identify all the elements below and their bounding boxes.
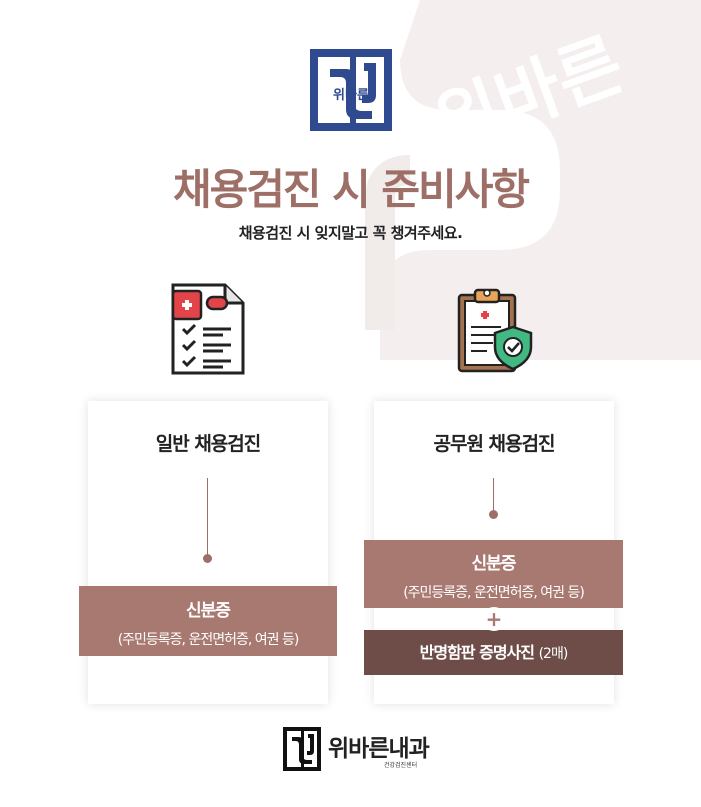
card-general-id-label: 신분증: [186, 601, 231, 621]
clipboard-shield-icon: [457, 288, 533, 373]
card-civil-id-label: 신분증: [471, 554, 517, 574]
page-subtitle: 채용검진 시 잊지말고 꼭 챙겨주세요.: [238, 224, 463, 242]
card-general-dot: [203, 554, 212, 563]
card-general-id-detail: (주민등록증, 운전면허증, 여권 등): [117, 632, 300, 648]
card-general-connector: [207, 478, 208, 558]
card-civil-dot: [489, 510, 498, 519]
brand-logo: 위바른: [310, 49, 392, 131]
card-civil-photo-band: 반명함판 증명사진 (2매): [364, 630, 623, 675]
watermark-background: 위바른: [365, 0, 701, 360]
card-civil-id-detail: (주민등록증, 운전면허증, 여권 등): [403, 585, 585, 601]
plus-icon: +: [482, 607, 506, 631]
card-civil-connector: [493, 478, 494, 512]
card-general-checkup: 일반 채용검진: [88, 401, 328, 704]
footer-brand-name: 위바른내과: [328, 736, 430, 762]
page-title: 채용검진 시 준비사항: [172, 165, 530, 214]
card-civil-title: 공무원 채용검진: [433, 433, 556, 455]
medical-checklist-icon: [171, 283, 245, 375]
footer-brand-logo: [283, 727, 321, 771]
card-civil-photo-count: (2매): [538, 646, 569, 662]
card-general-title: 일반 채용검진: [155, 433, 262, 455]
card-civil-id-band: 신분증 (주민등록증, 운전면허증, 여권 등): [364, 540, 623, 608]
card-civil-photo-label: 반명함판 증명사진: [419, 643, 535, 662]
footer-brand-sub: 건강검진센터: [384, 762, 418, 769]
brand-logo-text: 위바른: [333, 87, 369, 103]
card-general-id-band: 신분증 (주민등록증, 운전면허증, 여권 등): [79, 586, 337, 656]
